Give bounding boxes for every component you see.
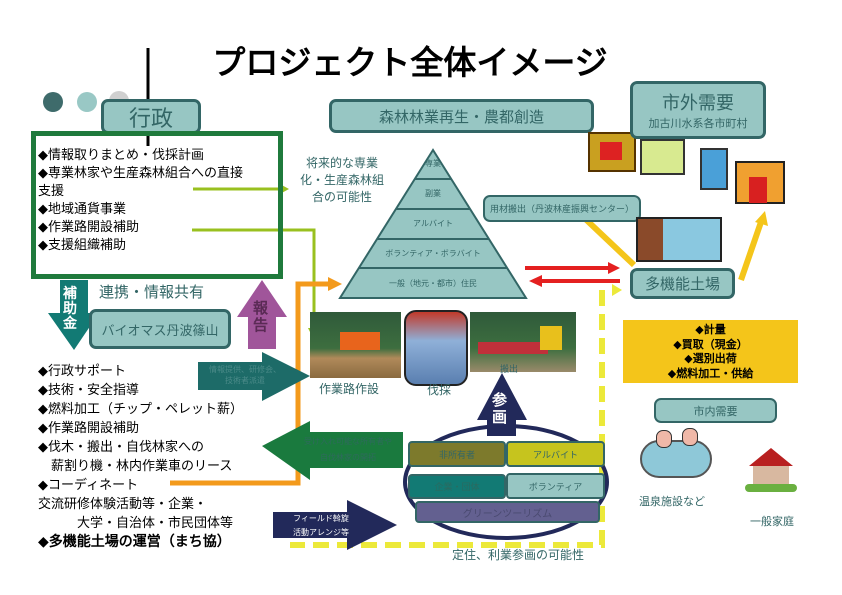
dojo-items: ◆計量 ◆買取（現金） ◆選別出荷 ◆燃料加工・供給 (623, 320, 798, 383)
cell-non-owner: 非所有者 (408, 441, 506, 467)
shigai-sub: 加古川水系各市町村 (648, 117, 748, 130)
building-image (700, 148, 728, 190)
biomass-item-bold: ◆多機能土場の運営（まち協） (38, 534, 231, 550)
yozai-label: 用材搬出（丹波林産振興センター） (483, 195, 641, 222)
hojokin-label: 補助金 (63, 286, 77, 332)
activity-label: 搬出 (500, 365, 519, 375)
page-title: プロジェクト全体イメージ (212, 43, 608, 82)
house-image (745, 448, 797, 493)
dojo-item: ◆計量 (695, 323, 726, 336)
gyosei-items: ◆情報取りまとめ・伐採計画 ◆専業林家や生産森林組合への直接 支援 ◆地域通貨事… (38, 147, 243, 255)
accept-line: 受け入れ可能な所有者や (304, 437, 392, 446)
cell-green-tourism: グリーンツーリズム (415, 501, 600, 523)
pyramid-level: 一般（地元・都市）住民 (389, 279, 477, 288)
shinai-label: 市内需要 (654, 398, 777, 423)
field-arrow-text: フィールド斡旋 活動アレンジ等 (276, 512, 366, 540)
biomass-item: ◆技術・安全指導 (38, 383, 139, 398)
dojo-item: ◆選別出荷 (684, 352, 737, 365)
field-line: フィールド斡旋 (293, 514, 349, 523)
yellow-dashed-line (290, 290, 605, 548)
pyramid-level: 副業 (425, 189, 441, 198)
pyramid-level: 専業 (425, 159, 441, 168)
accept-arrow-text: 受け入れ可能な所有者や 自伐林家の開拓 (292, 434, 404, 466)
orange-bracket (170, 277, 342, 486)
gyosei-item: 支援 (38, 184, 65, 199)
shigai-box: 市外需要 加古川水系各市町村 (630, 81, 766, 139)
gyosei-item: ◆作業路開設補助 (38, 220, 139, 235)
yellow-dashed-arrowhead (612, 284, 622, 296)
pyramid-level: アルバイト (413, 219, 453, 228)
dot-light (77, 92, 97, 112)
gyosei-item: ◆地域通貨事業 (38, 202, 126, 217)
future-line: 合の可能性 (311, 190, 372, 204)
biomass-item: ◆伐木・搬出・自伐林家への (38, 440, 204, 455)
houkoku-label: 報告 (253, 299, 269, 334)
log-truck-image (636, 217, 722, 262)
sankaku-arrow (477, 373, 527, 436)
cell-part-time: アルバイト (506, 441, 605, 467)
gyosei-box (31, 131, 283, 279)
logger-image (404, 310, 468, 386)
field-line: 活動アレンジ等 (293, 528, 349, 537)
gyosei-label: 行政 (101, 99, 201, 134)
biomass-item: ◆燃料加工（チップ・ペレット薪） (38, 402, 243, 417)
excavator-image (310, 312, 401, 378)
info-arrow-text: 情報提供、研修会、 技術者派遣 (200, 364, 290, 386)
future-line: 将来的な専業 (305, 156, 378, 170)
accept-arrow (262, 421, 403, 480)
biomass-item: 交流研修体験活動等・企業・ (38, 497, 208, 512)
sankaku-label: 参画 (492, 391, 508, 426)
gyosei-item: ◆専業林家や生産森林組合への直接 (38, 166, 243, 181)
participants-ellipse (403, 424, 609, 540)
red-arrows (525, 262, 620, 287)
onsen-label: 温泉施設など (639, 495, 705, 508)
shigai-label: 市外需要 (662, 93, 734, 114)
gyosei-item: ◆情報取りまとめ・伐採計画 (38, 148, 204, 163)
dojo-item: ◆燃料加工・供給 (667, 366, 754, 380)
onsen-image (640, 428, 712, 478)
future-text: 将来的な専業 化・生産森林組 合の可能性 (296, 155, 388, 206)
biomass-item: ◆コーディネート (38, 478, 139, 493)
biomass-items: ◆行政サポート ◆技術・安全指導 ◆燃料加工（チップ・ペレット薪） ◆作業路開設… (38, 362, 243, 552)
info-line: 技術者派遣 (225, 376, 265, 385)
biomass-label: バイオマス丹波篠山 (89, 309, 231, 349)
katei-label: 一般家庭 (750, 515, 794, 528)
biomass-item: 大学・自治体・市民団体等 (38, 516, 234, 531)
gyosei-item: ◆支援組織補助 (38, 238, 126, 253)
dot-dark (43, 92, 63, 112)
field-arrow (273, 500, 397, 550)
biomass-item: 薪割り機・林内作業車のリース (38, 459, 233, 474)
accept-line: 自伐林家の開拓 (320, 453, 376, 462)
pyramid (338, 148, 528, 299)
dojo-item: ◆買取（現金） (673, 337, 748, 351)
biomass-item: ◆行政サポート (38, 364, 126, 379)
dojo-label: 多機能土場 (630, 268, 735, 299)
info-line: 情報提供、研修会、 (209, 365, 281, 374)
forest-label: 森林林業再生・農都創造 (329, 99, 594, 133)
factory-image (588, 132, 636, 172)
possibility-label: 定住、利業参画の可能性 (452, 548, 585, 562)
renkei-label: 連携・情報共有 (99, 283, 205, 301)
future-line: 化・生産森林組 (299, 173, 384, 187)
cell-volunteer: ボランティア (506, 473, 605, 499)
cell-company: 企業・団体 (408, 474, 506, 499)
activity-label: 作業路作設 (319, 382, 380, 396)
hojokin-arrow (48, 280, 99, 350)
biomass-item: ◆作業路開設補助 (38, 421, 139, 436)
activity-label: 伐採 (427, 383, 452, 397)
pyramid-level: ボランティア・ボラバイト (385, 249, 481, 258)
worker-image (735, 161, 785, 204)
truck-image (470, 312, 576, 372)
school-image (640, 139, 685, 175)
houkoku-arrow (237, 280, 287, 349)
info-arrow (198, 352, 310, 401)
